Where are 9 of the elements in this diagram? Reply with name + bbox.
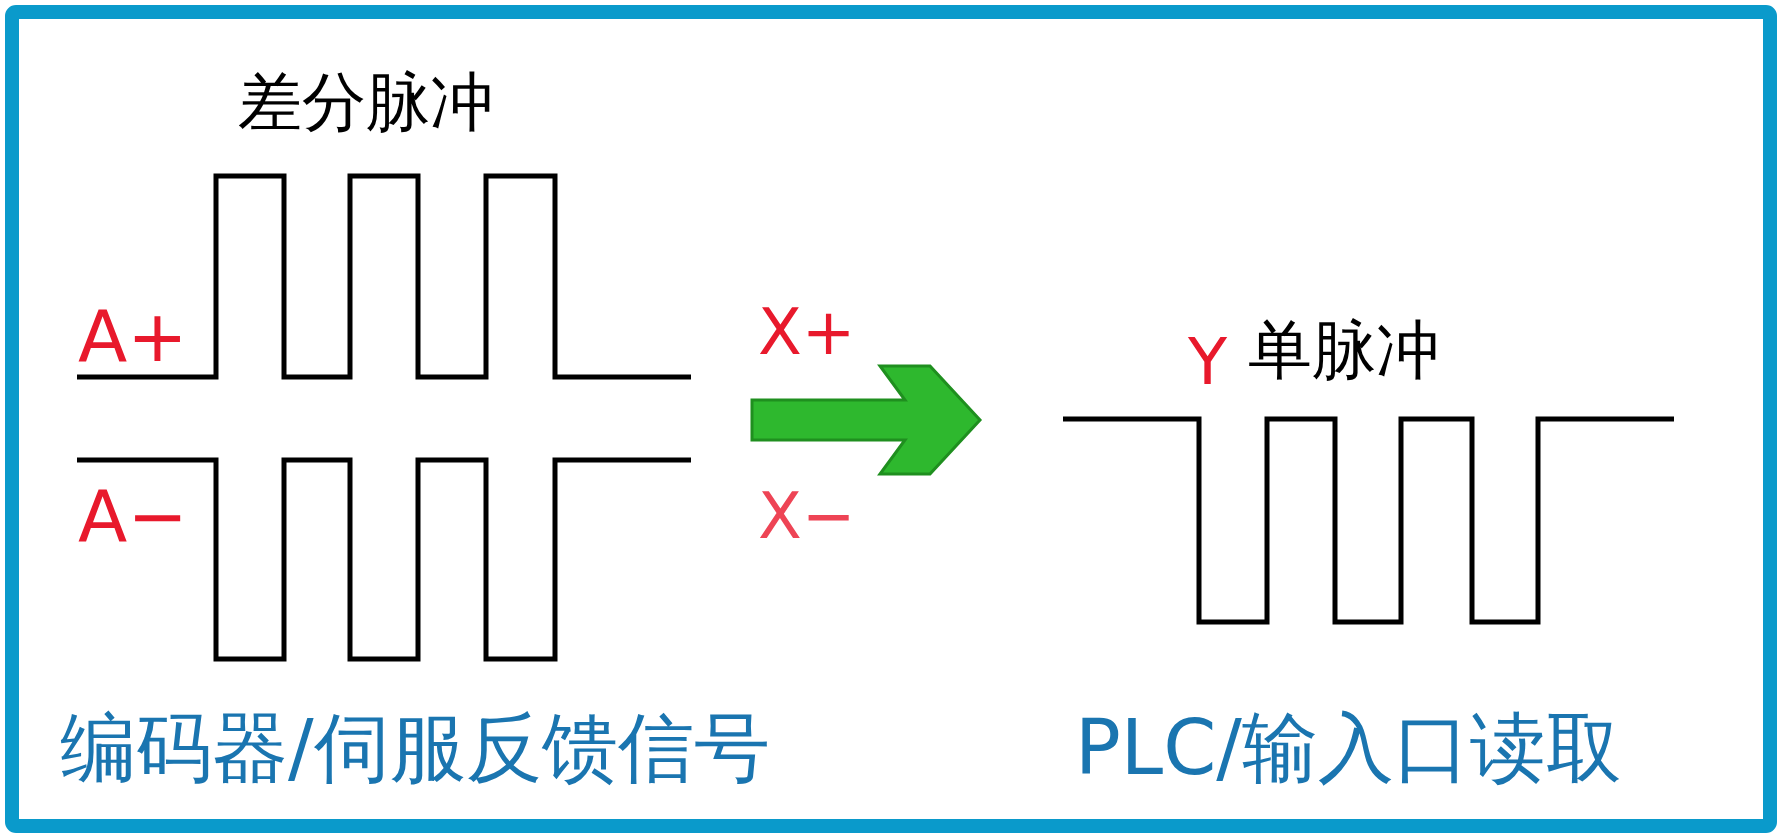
heading-label: 单脉冲 (1248, 318, 1440, 382)
caption-label: PLC/输入口读取 (1075, 710, 1622, 786)
signal-label: Y (1188, 330, 1228, 394)
signal-label: X+ (758, 300, 856, 364)
heading-label: 差分脉冲 (238, 70, 494, 134)
signal-label: A− (78, 480, 188, 552)
signal-label: X− (758, 484, 856, 548)
signal-label: A+ (78, 300, 188, 372)
caption-label: 编码器/伺服反馈信号 (60, 710, 770, 786)
